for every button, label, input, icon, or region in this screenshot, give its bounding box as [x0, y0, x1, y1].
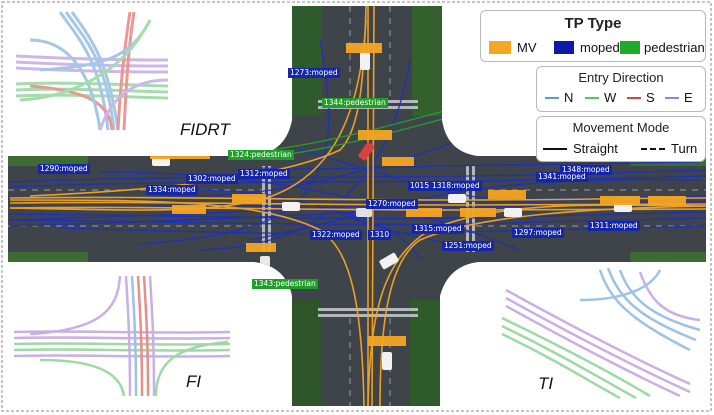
straight-line-swatch — [543, 147, 567, 150]
tp-type-title: TP Type — [564, 15, 622, 32]
tag-1344: 1344:pedestrian — [322, 98, 388, 108]
legend-item-turn: Turn — [641, 141, 697, 156]
legend-label-pedestrian: pedestrian — [644, 40, 705, 55]
tag-1310: 1310 — [368, 230, 392, 240]
tag-1311: 1311:moped — [588, 221, 640, 231]
tag-1251: 1251:moped — [442, 241, 494, 251]
legend-label-n: N — [564, 90, 574, 105]
panel-label-ti: TI — [538, 374, 554, 393]
tp-type-legend: TP Type MV moped pedestrian — [480, 10, 706, 62]
legend-label-straight: Straight — [573, 141, 618, 156]
tag-1015: 1015 — [408, 181, 432, 191]
legend-item-s: S — [627, 90, 655, 105]
legend-label-w: W — [604, 90, 617, 105]
legend-label-turn: Turn — [671, 141, 698, 156]
legend-item-e: E — [665, 90, 693, 105]
tag-1273: 1273:moped — [288, 68, 340, 78]
tag-1270: 1270:moped — [366, 199, 418, 209]
s-line-swatch — [627, 96, 641, 99]
turn-line-swatch — [641, 147, 665, 150]
pedestrian-swatch — [620, 41, 640, 54]
panel-label-fidrt: FIDRT — [180, 120, 230, 139]
tag-1343: 1343:pedestrian — [252, 279, 318, 289]
legend-label-mv: MV — [517, 40, 537, 55]
tag-1324: 1324:pedestrian — [228, 150, 294, 160]
entry-direction-legend: Entry Direction N W S E — [536, 66, 706, 112]
tag-1348: 1348:moped — [560, 165, 612, 175]
tag-1334: 1334:moped — [146, 185, 198, 195]
vehicles — [152, 52, 632, 370]
tag-1297: 1297:moped — [512, 228, 564, 238]
panel-label-fi: FI — [186, 372, 202, 391]
moped-swatch — [554, 41, 574, 54]
w-line-swatch — [585, 96, 599, 99]
tag-1315: 1315:moped — [412, 224, 464, 234]
ti-thumbnail — [501, 267, 701, 400]
legend-label-e: E — [684, 90, 693, 105]
legend-item-straight: Straight — [543, 141, 618, 156]
movement-mode-title: Movement Mode — [572, 120, 670, 135]
tag-1322: 1322:moped — [310, 230, 362, 240]
legend-label-s: S — [646, 90, 655, 105]
legend-item-mv: MV — [489, 40, 537, 55]
legend-label-moped: moped — [580, 40, 620, 55]
legend-item-w: W — [585, 90, 616, 105]
entry-direction-title: Entry Direction — [578, 70, 664, 85]
tag-1318: 1318:moped — [430, 181, 482, 191]
legend-item-moped: moped — [554, 40, 620, 55]
legend-item-pedestrian: pedestrian — [620, 40, 705, 55]
legend-item-n: N — [545, 90, 573, 105]
fi-thumbnail — [13, 275, 231, 397]
movement-mode-legend: Movement Mode Straight Turn — [536, 116, 706, 162]
n-line-swatch — [545, 96, 559, 99]
e-line-swatch — [665, 96, 679, 99]
tag-1312: 1312:moped — [238, 169, 290, 179]
fidrt-thumbnail — [15, 11, 169, 131]
tag-1302: 1302:moped — [186, 174, 238, 184]
tag-1341: 1341:moped — [536, 172, 588, 182]
mv-swatch — [489, 41, 511, 54]
tag-1290: 1290:moped — [38, 164, 90, 174]
